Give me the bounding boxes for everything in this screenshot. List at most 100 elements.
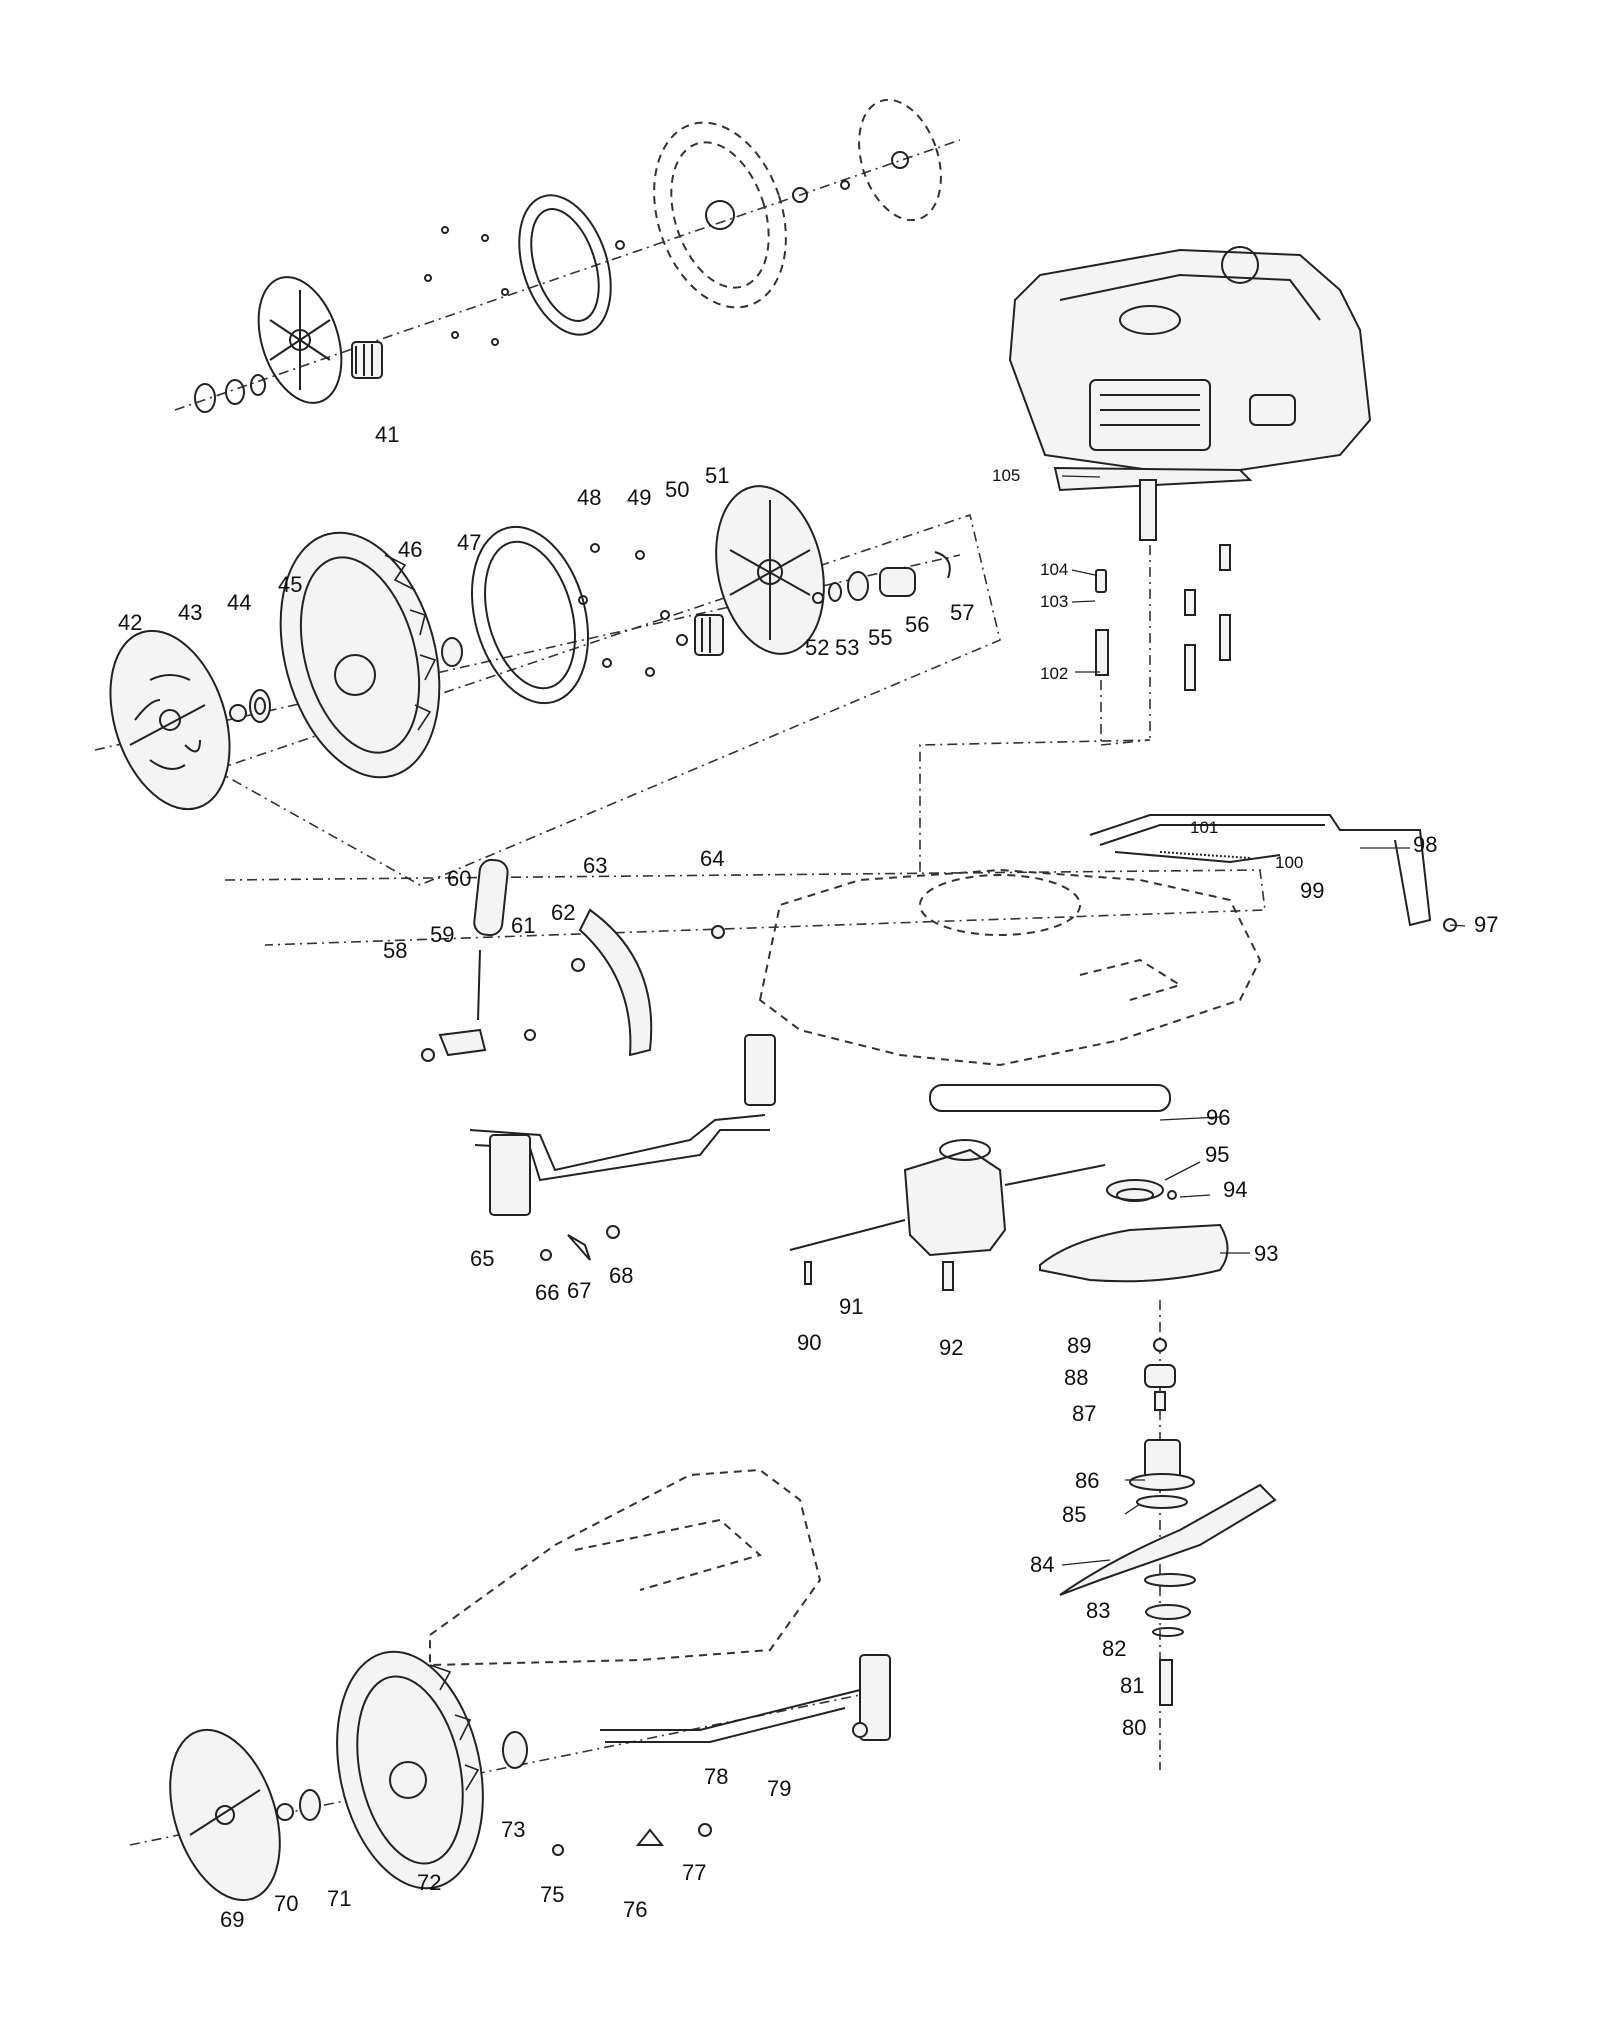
gear-wheel-51 [715, 485, 825, 655]
callout-61: 61 [511, 913, 535, 938]
lower-deck-dashed [429, 1468, 822, 1667]
callout-51: 51 [705, 463, 729, 488]
callout-79: 79 [767, 1776, 791, 1801]
callout-73: 73 [501, 1817, 525, 1842]
axle-78 [600, 1654, 891, 1743]
callout-45: 45 [278, 572, 302, 597]
callout-101: 101 [1190, 818, 1218, 837]
callout-91: 91 [839, 1294, 863, 1319]
callout-64: 64 [700, 846, 724, 871]
callout-93: 93 [1254, 1241, 1278, 1266]
callout-44: 44 [227, 590, 251, 615]
front-axle-assembly-65 [469, 1034, 776, 1261]
washer-83 [1144, 1573, 1196, 1587]
callout-89: 89 [1067, 1333, 1091, 1358]
callout-76: 76 [623, 1897, 647, 1922]
callout-104: 104 [1040, 560, 1068, 579]
callout-98: 98 [1413, 832, 1437, 857]
drive-assembly [789, 1084, 1229, 1291]
washer-46 [441, 637, 463, 667]
nut-68 [606, 1225, 620, 1239]
callout-71: 71 [327, 1886, 351, 1911]
gearbox-91 [789, 1139, 1106, 1257]
callout-80: 80 [1122, 1715, 1146, 1740]
callout-88: 88 [1064, 1365, 1088, 1390]
callout-62: 62 [551, 900, 575, 925]
nut-70 [276, 1803, 294, 1821]
hub-cap-69 [169, 1728, 281, 1902]
grip-60 [473, 858, 509, 937]
screw-94 [1167, 1190, 1177, 1200]
mower-deck-dashed [758, 868, 1262, 1067]
callout-56: 56 [905, 612, 929, 637]
screw-75 [552, 1844, 564, 1856]
nut-64 [711, 925, 725, 939]
callout-42: 42 [118, 610, 142, 635]
leader-lines [1061, 475, 1466, 1566]
belt-96 [929, 1084, 1171, 1112]
callout-59: 59 [430, 922, 454, 947]
studs-102-104 [919, 544, 1231, 875]
callout-95: 95 [1205, 1142, 1229, 1167]
adapter-86 [1129, 1439, 1195, 1491]
callout-103: 103 [1040, 592, 1068, 611]
pinion-50 [694, 614, 724, 656]
callout-82: 82 [1102, 1636, 1126, 1661]
callout-83: 83 [1086, 1598, 1110, 1623]
callout-102: 102 [1040, 664, 1068, 683]
callout-100: 100 [1275, 853, 1303, 872]
clip-49 [676, 634, 688, 646]
rear-wheel-assembly-detail [174, 98, 961, 413]
hub-cap-42 [109, 629, 231, 811]
key-87 [1154, 1391, 1166, 1411]
screw-62 [571, 958, 585, 972]
callout-labels: 41 42 43 44 45 46 47 48 49 50 51 52 53 5… [118, 422, 1498, 1932]
segment-63 [578, 908, 653, 1057]
callout-105: 105 [992, 466, 1020, 485]
nut-43 [229, 704, 247, 722]
callout-84: 84 [1030, 1552, 1054, 1577]
bearing-44 [249, 689, 271, 723]
callout-68: 68 [609, 1263, 633, 1288]
callout-96: 96 [1206, 1105, 1230, 1130]
hub-cap-small-dashed [858, 98, 942, 222]
callout-67: 67 [567, 1278, 591, 1303]
callout-85: 85 [1062, 1502, 1086, 1527]
callout-43: 43 [178, 600, 202, 625]
bracket-76 [635, 1828, 665, 1846]
callout-66: 66 [535, 1280, 559, 1305]
callout-63: 63 [583, 853, 607, 878]
gear-ring-47 [470, 525, 590, 705]
callout-78: 78 [704, 1764, 728, 1789]
drive-pinion-41 [351, 341, 383, 379]
callout-41: 41 [375, 422, 399, 447]
rear-axle-assembly [129, 1650, 891, 1902]
callout-50: 50 [665, 477, 689, 502]
callout-86: 86 [1075, 1468, 1099, 1493]
spring-79 [852, 1722, 868, 1738]
hub-cap-small [257, 276, 343, 404]
nut-77 [698, 1823, 712, 1837]
callout-99: 99 [1300, 878, 1324, 903]
callout-52: 52 [805, 635, 829, 660]
callout-65: 65 [470, 1246, 494, 1271]
callout-53: 53 [835, 635, 859, 660]
bolt-80 [1159, 1659, 1173, 1706]
gear-ring-small [518, 194, 612, 336]
nut-66 [540, 1249, 552, 1261]
callout-55: 55 [868, 625, 892, 650]
callout-77: 77 [682, 1860, 706, 1885]
wheel-72 [336, 1650, 484, 1890]
front-wheel-assembly [94, 485, 1001, 886]
pin-90 [804, 1261, 812, 1285]
callout-94: 94 [1223, 1177, 1247, 1202]
callout-57: 57 [950, 600, 974, 625]
callout-81: 81 [1120, 1673, 1144, 1698]
bracket-67 [567, 1234, 591, 1261]
callout-87: 87 [1072, 1401, 1096, 1426]
callout-60: 60 [447, 866, 471, 891]
spacer-88 [1144, 1364, 1176, 1388]
callout-47: 47 [457, 530, 481, 555]
screws-48 [578, 543, 670, 677]
